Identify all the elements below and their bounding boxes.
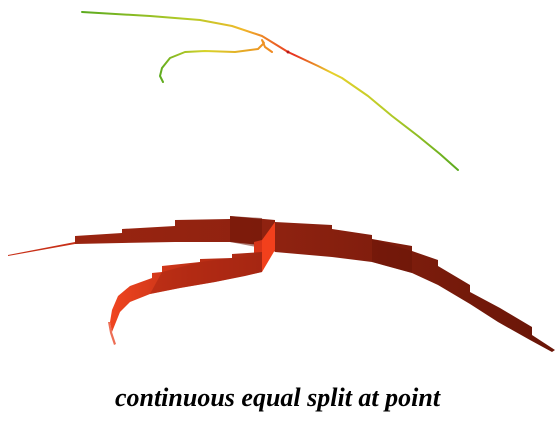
main-line [81,11,459,171]
ribbon-lower-shade [150,256,262,294]
ribbon-upper-band [75,216,555,352]
branch-line [159,39,273,83]
ribbon-step-face-2 [372,239,412,273]
ribbon-left-tail [8,242,75,256]
ribbon-step-face-1 [230,216,262,248]
network-lines [81,11,459,171]
ribbon-split-wall [262,222,275,272]
split-point-marker [286,50,290,54]
ribbon-lower-tail [108,322,116,345]
figure-caption: continuous equal split at point [114,383,441,412]
split-ribbon [8,216,555,352]
